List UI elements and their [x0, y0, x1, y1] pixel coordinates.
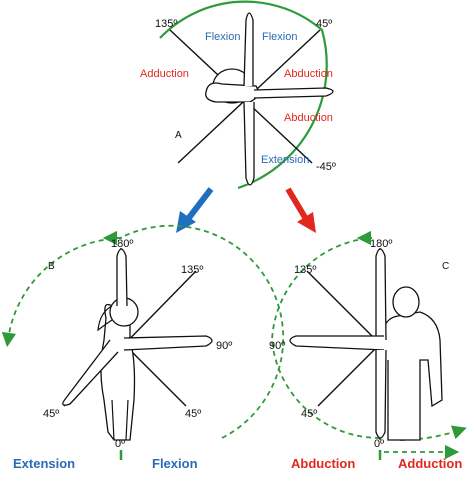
panel-c-arm-up — [375, 248, 387, 341]
panel-arrows — [176, 187, 316, 233]
panel-a-flexion-left: Flexion — [205, 31, 240, 43]
panel-a-angle-135: 135º — [155, 18, 177, 30]
panel-a-abduction-lower: Abduction — [284, 112, 333, 124]
panel-c-angle-90: 90º — [269, 340, 285, 352]
panel-c-adduction-label: Adduction — [398, 456, 462, 471]
panel-b-flexion-label: Flexion — [152, 456, 198, 471]
panel-b-angle-45-right: 45º — [185, 408, 201, 420]
panel-b-angle-90: 90º — [216, 340, 232, 352]
panel-b: 180º 135º 90º 45º 45º 0º B Extension Fle… — [1, 224, 285, 471]
panel-b-angle-135: 135º — [181, 264, 203, 276]
panel-c-range-arc-right — [399, 425, 467, 441]
panel-b-angle-180: 180º — [111, 238, 133, 250]
panel-a-extension: Extension — [261, 154, 309, 166]
panel-a-arm-down — [243, 101, 255, 186]
panel-b-extension-label: Extension — [13, 456, 75, 471]
panel-a-letter: A — [175, 130, 182, 141]
panel-a-angle-45: 45º — [316, 18, 332, 30]
panel-b-hair — [97, 305, 113, 332]
panel-c-line-45 — [317, 343, 381, 407]
panel-c-letter: C — [442, 261, 449, 272]
panel-c-arm-side — [289, 335, 385, 351]
panel-b-legs — [111, 399, 129, 441]
panel-a-abduction-upper: Abduction — [284, 68, 333, 80]
blue-arrow — [185, 187, 214, 221]
panel-c-angle-45: 45º — [301, 408, 317, 420]
panel-c: 180º 135º 90º 45º 0º C Abduction Adducti… — [269, 230, 467, 471]
panel-c-angle-180: 180º — [370, 238, 392, 250]
panel-b-arm-back — [62, 339, 119, 406]
panel-c-angle-135: 135º — [294, 264, 316, 276]
panel-a-adduction: Adduction — [140, 68, 189, 80]
panel-a-flexion-right: Flexion — [262, 31, 297, 43]
panel-a-arm-up — [243, 12, 254, 87]
panel-a-arm-right — [253, 87, 334, 99]
panel-c-abduction-label: Abduction — [291, 456, 355, 471]
panel-b-angle-45-left: 45º — [43, 408, 59, 420]
panel-b-arm-up — [116, 248, 128, 307]
panel-a: 135º 45º -45º Flexion Flexion Adduction … — [140, 0, 336, 190]
blue-arrow-head — [176, 211, 196, 233]
panel-a-range-arc — [159, 0, 328, 190]
panel-c-head — [392, 286, 420, 318]
panel-c-arm-down — [375, 349, 387, 439]
panel-b-range-arc — [1, 224, 285, 439]
panel-b-arm-forward — [123, 335, 213, 351]
red-arrow-head — [297, 212, 316, 233]
panel-c-line-135 — [306, 270, 381, 345]
panel-c-torso — [381, 311, 443, 441]
panel-a-angle-neg45: -45º — [316, 161, 336, 173]
panel-b-letter: B — [48, 261, 55, 272]
red-arrow — [285, 187, 309, 221]
panel-c-angle-0: 0º — [374, 438, 384, 450]
panel-b-angle-0: 0º — [115, 438, 125, 450]
